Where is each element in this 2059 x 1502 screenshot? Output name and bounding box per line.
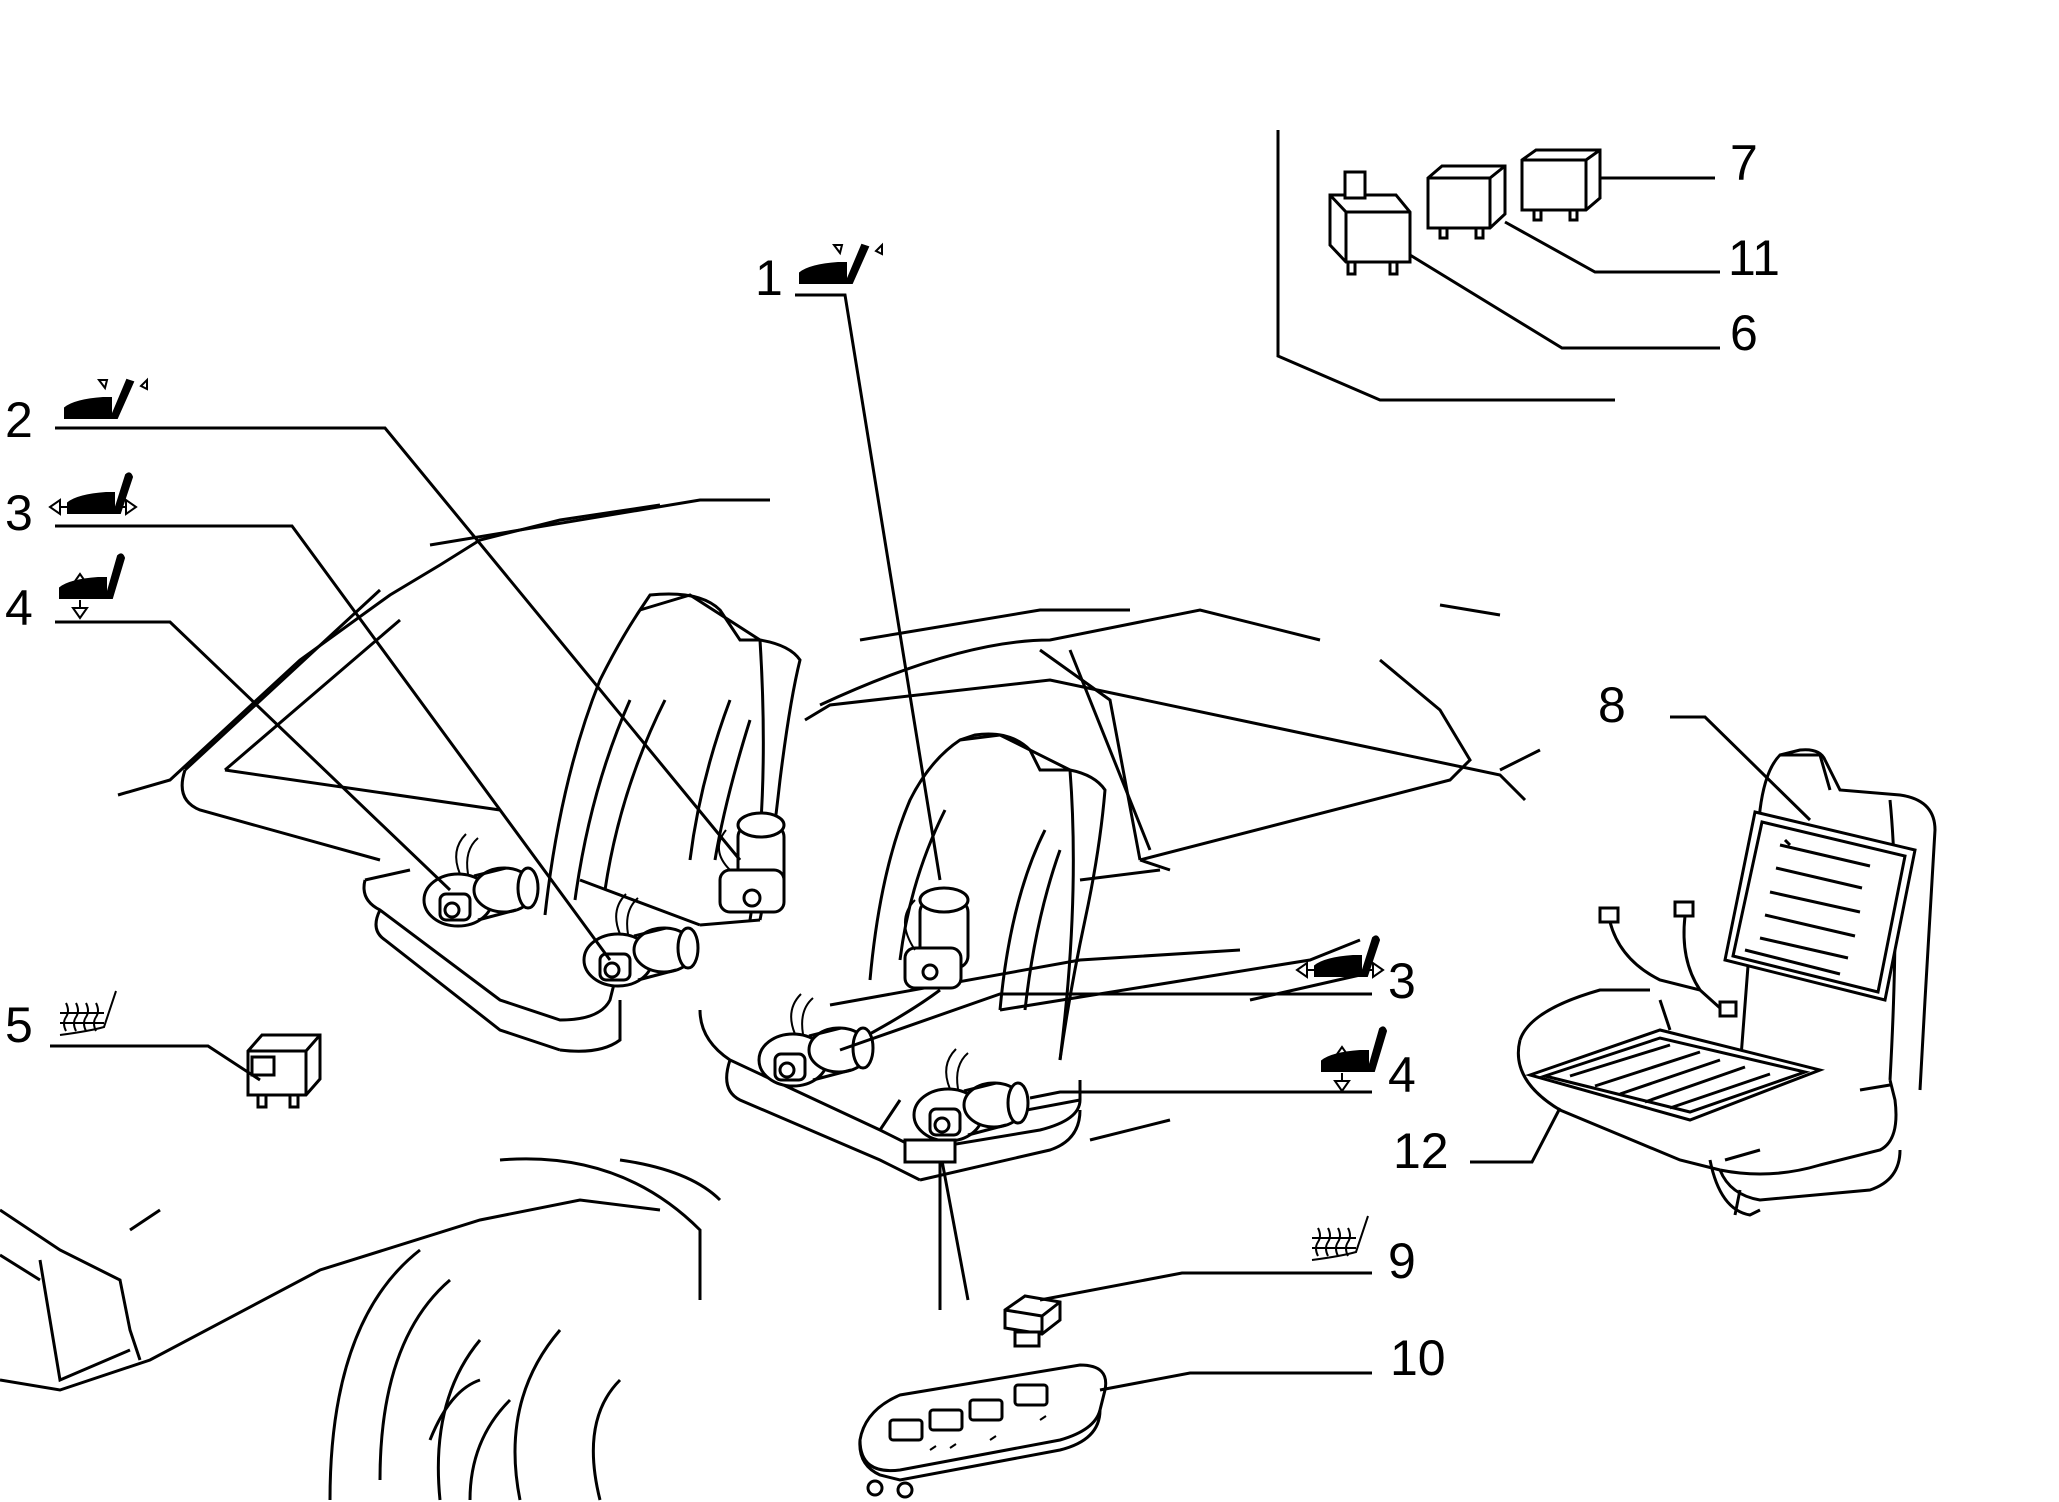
seat-heater-icon (59, 990, 117, 1036)
motor-left-slide (582, 892, 700, 988)
seat-slide-icon (49, 472, 137, 515)
leader-lines (50, 176, 1812, 1392)
callout-7: 7 (1730, 135, 1758, 191)
callout-9: 9 (1388, 1233, 1416, 1289)
callout-11: 11 (1728, 230, 1780, 286)
callout-4-right: 4 (1388, 1047, 1416, 1103)
motor-right-backrest (903, 886, 970, 990)
callout-1: 1 (755, 250, 783, 306)
callout-2: 2 (5, 392, 33, 448)
callout-4-left: 4 (5, 580, 33, 636)
seat-height-icon (1321, 1026, 1387, 1092)
car-body-outline (0, 498, 1541, 1501)
heater-switch-9 (1003, 1294, 1062, 1348)
relay-11 (1426, 164, 1507, 240)
motor-left-backrest (718, 811, 786, 914)
seat-heater-icon (1311, 1215, 1369, 1261)
callout-3-left: 3 (5, 485, 33, 541)
backrest-tilt-icon (64, 379, 148, 419)
seat-slide-icon (1296, 935, 1384, 978)
seat-height-icon (59, 553, 125, 619)
callout-3-right: 3 (1388, 953, 1416, 1009)
callout-12: 12 (1393, 1123, 1449, 1179)
callout-6: 6 (1730, 305, 1758, 361)
callout-10: 10 (1390, 1330, 1446, 1386)
motor-right-height (912, 1047, 1030, 1143)
relay-5 (246, 1033, 322, 1109)
callout-5: 5 (5, 997, 33, 1053)
left-seat (362, 592, 802, 1053)
motor-right-slide (757, 992, 875, 1088)
heated-seat-assembly (1516, 748, 1937, 1217)
callout-8: 8 (1598, 677, 1626, 733)
seat-control-panel-10 (858, 1138, 1108, 1499)
relay-6 (1328, 170, 1412, 276)
backrest-tilt-icon (799, 244, 883, 284)
callout-labels: 1 2 3 4 5 7 11 6 8 3 4 12 9 10 (5, 135, 1780, 1386)
relay-7 (1520, 148, 1602, 222)
relay-group-bracket (1276, 130, 1615, 402)
